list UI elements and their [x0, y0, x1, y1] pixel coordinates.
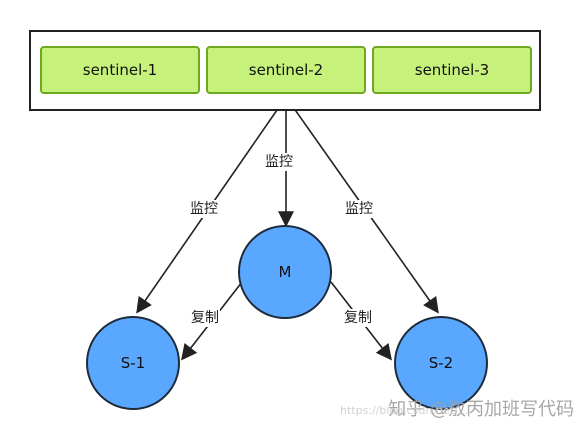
- monitor-label-slave2: 监控: [344, 200, 374, 218]
- monitor-label-master: 监控: [264, 153, 294, 171]
- monitor-label-slave1: 监控: [189, 200, 219, 218]
- watermark-brand: 知乎 @敖丙加班写代码: [388, 399, 574, 420]
- slave-1-node: S-1: [86, 316, 180, 410]
- master-node: M: [238, 225, 332, 319]
- watermark-url: https://blog.csdn.net/...: [340, 404, 469, 417]
- slave-2-node: S-2: [394, 316, 488, 410]
- sentinel-3-node: sentinel-3: [372, 46, 532, 94]
- sentinel-group: sentinel-1 sentinel-2 sentinel-3: [29, 30, 541, 111]
- replicate-label-slave1: 复制: [190, 309, 220, 327]
- replicate-label-slave2: 复制: [343, 309, 373, 327]
- sentinel-1-node: sentinel-1: [40, 46, 200, 94]
- sentinel-2-node: sentinel-2: [206, 46, 366, 94]
- watermark: 知乎 @敖丙加班写代码: [388, 395, 574, 421]
